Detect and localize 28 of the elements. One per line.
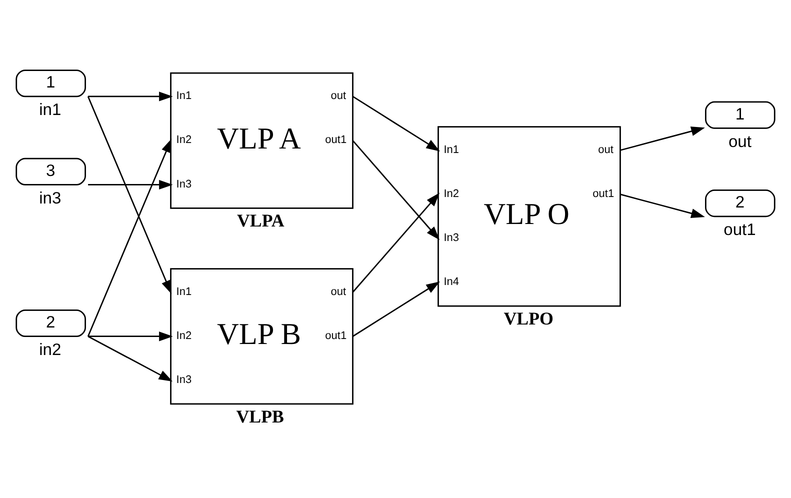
node-label: VLPB [236,406,284,426]
arrow [87,96,172,294]
arrow [88,331,173,341]
node-label: in2 [39,340,62,359]
node-label: out [728,131,752,150]
arrow [88,179,173,190]
node-label: in1 [39,100,62,119]
arrow [620,126,705,150]
arrow [88,335,173,381]
node-label: out1 [724,220,756,239]
arrow [352,192,440,292]
node-box: In1 VLP O out In2 out1 In3 In4 [438,126,621,306]
arrow [352,280,440,336]
node-box: 1 [16,69,86,97]
node-label: VLPA [236,210,284,230]
arrow [620,193,705,218]
node-box: In1 VLP B out In2 out1 In3 [170,268,354,404]
arrow [87,138,172,336]
arrow [352,95,440,151]
node-label: VLPO [504,308,554,328]
node-box: 2 [705,189,776,217]
node-box: 1 [705,100,776,128]
arrow [88,91,173,101]
node-box: 2 [16,308,86,337]
node-label: in3 [39,188,62,207]
node-box: In1 VLP A out In2 out1 In3 [170,72,354,208]
arrow [352,140,440,240]
node-box: 3 [16,157,86,185]
